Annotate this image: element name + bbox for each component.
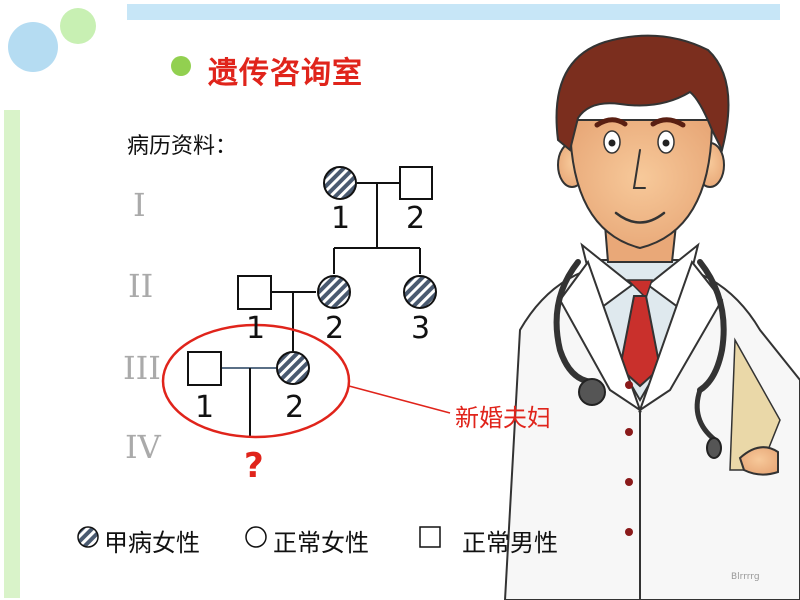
case-data-label: 病历资料： <box>127 134 238 159</box>
individual-number: 3 <box>411 311 431 346</box>
generation-1-individual-1-affected-female <box>323 166 357 200</box>
decorative-blue-circle <box>8 22 58 72</box>
pedigree-lines <box>221 182 421 438</box>
legend-normal-male-label: 正常男性 <box>462 528 558 557</box>
individual-number: 2 <box>285 390 305 425</box>
generation-label-2: II <box>128 267 154 305</box>
doctor-illustration <box>503 34 800 600</box>
signature-watermark: Blrrrrg <box>731 572 760 582</box>
legend-affected-female: 甲病女性 <box>104 524 200 557</box>
generation-label-1: I <box>133 186 146 224</box>
top-banner-bar <box>127 4 780 20</box>
generation-2-individual-2-affected-female <box>317 275 351 309</box>
individual-number: 2 <box>325 311 345 346</box>
left-side-bar <box>4 110 20 598</box>
generation-label-3: III <box>123 349 161 387</box>
legend-normal-female-symbol <box>245 526 267 548</box>
newlywed-couple-label: 新婚夫妇 <box>455 404 551 432</box>
individual-number: 1 <box>246 311 266 346</box>
generation-label-4: IV <box>125 428 161 466</box>
legend-normal-female: 正常女性 <box>273 524 369 557</box>
legend-affected-female-label: 甲病女性 <box>104 528 200 557</box>
generation-3-individual-1-normal-male <box>187 351 222 386</box>
legend-normal-male: 正常男性 <box>462 524 558 557</box>
unknown-offspring-mark: ? <box>244 446 264 486</box>
generation-1-individual-2-normal-male <box>399 166 433 200</box>
decorative-green-circle <box>60 8 96 44</box>
generation-2-individual-3-affected-female <box>403 275 437 309</box>
individual-number: 1 <box>331 201 351 236</box>
couple-pointer-line <box>348 385 451 414</box>
title-bullet-icon <box>171 56 191 76</box>
legend-normal-male-symbol <box>419 526 441 548</box>
individual-number: 2 <box>406 201 426 236</box>
legend-normal-female-label: 正常女性 <box>273 528 369 557</box>
generation-2-individual-1-normal-male <box>237 275 272 310</box>
page-title: 遗传咨询室 <box>208 56 363 91</box>
individual-number: 1 <box>195 390 215 425</box>
generation-3-individual-2-affected-female <box>276 351 310 385</box>
legend-affected-female-symbol <box>77 526 99 548</box>
couple-highlight-ellipse <box>161 323 351 439</box>
